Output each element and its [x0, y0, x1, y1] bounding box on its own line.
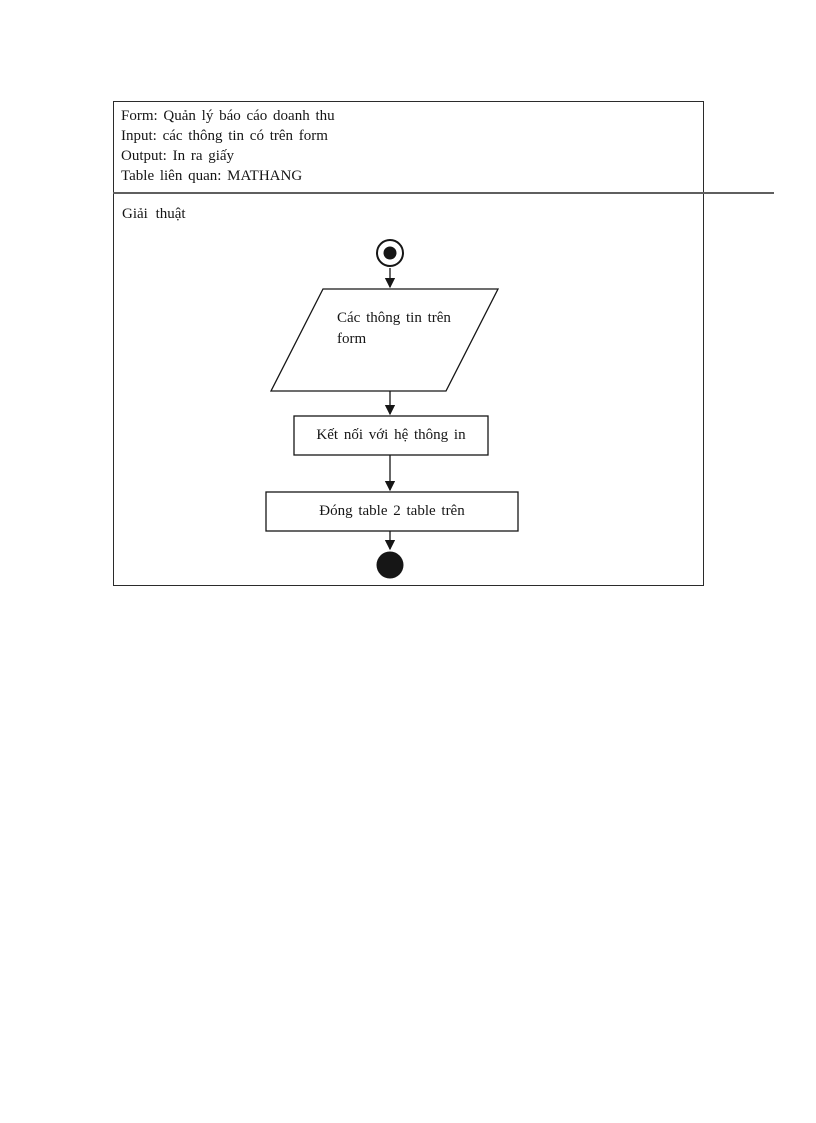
process1-rectangle: [293, 415, 489, 456]
form-spec-box: Form: Quản lý báo cáo doanh thu Input: c…: [113, 101, 704, 586]
spec-line-output: Output: In ra giấy: [121, 148, 235, 164]
form-spec-header: Form: Quản lý báo cáo doanh thu Input: c…: [121, 106, 699, 186]
flowchart-canvas: [265, 239, 519, 579]
process1-node-label: Kết nối với hệ thông in: [316, 427, 466, 443]
initial-state-icon: [376, 239, 404, 267]
process2-node-label: Đóng table 2 table trên: [319, 503, 465, 519]
header-separator-line: [113, 192, 774, 194]
algorithm-section-label: Giải thuật: [122, 206, 186, 222]
spec-line-input: Input: các thông tin có trên form: [121, 128, 328, 144]
process2-rectangle: [265, 491, 519, 532]
final-state-icon: [376, 551, 404, 579]
io-node-label: Các thông tin trên form: [337, 310, 451, 347]
spec-line-table: Table liên quan: MATHANG: [121, 168, 303, 184]
io-parallelogram: [269, 288, 500, 392]
spec-line-form: Form: Quản lý báo cáo doanh thu: [121, 108, 335, 124]
